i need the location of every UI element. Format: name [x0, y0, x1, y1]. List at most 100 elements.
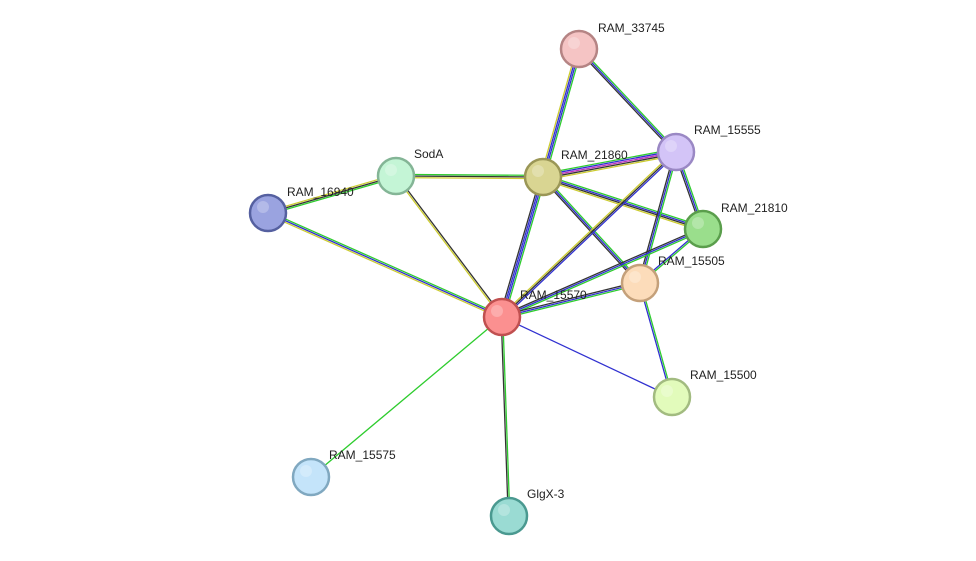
node-label: RAM_21860	[561, 148, 628, 162]
node-RAM_15555[interactable]: RAM_15555	[656, 123, 761, 172]
node-circle[interactable]	[482, 297, 522, 337]
edge-evidence-line	[543, 152, 677, 180]
edge-evidence-line	[502, 177, 545, 318]
node-highlight	[629, 271, 641, 283]
edge-RAM_15570-RAM_15500[interactable]	[501, 316, 673, 398]
node-RAM_21860[interactable]: RAM_21860	[523, 148, 628, 197]
node-RAM_21810[interactable]: RAM_21810	[683, 201, 788, 249]
node-circle[interactable]	[376, 156, 416, 196]
edge-evidence-line	[579, 47, 678, 152]
node-highlight	[568, 37, 580, 49]
node-label: GlgX-3	[527, 487, 565, 501]
edge-RAM_16940-RAM_15570[interactable]	[267, 210, 503, 320]
edge-evidence-line	[267, 213, 502, 320]
edge-RAM_15570-RAM_15575[interactable]	[310, 316, 503, 478]
edge-RAM_15555-RAM_15570[interactable]	[500, 150, 678, 319]
node-label: RAM_15570	[520, 288, 587, 302]
edge-evidence-line	[502, 316, 511, 516]
node-circle[interactable]	[489, 496, 529, 536]
node-highlight	[692, 217, 704, 229]
edge-evidence-line	[638, 283, 672, 398]
edge-evidence-line	[310, 316, 503, 478]
edge-evidence-line	[500, 150, 676, 317]
edge-evidence-line	[502, 152, 678, 319]
edge-evidence-line	[640, 282, 674, 397]
edge-evidence-line	[542, 151, 677, 178]
edge-RAM_21860-RAM_15570[interactable]	[499, 176, 546, 318]
edge-evidence-line	[395, 175, 544, 178]
node-circle[interactable]	[291, 457, 331, 497]
node-highlight	[532, 165, 544, 177]
edge-evidence-line	[500, 317, 509, 517]
node-circle[interactable]	[620, 263, 660, 303]
edge-evidence-line	[268, 176, 397, 216]
node-label: SodA	[414, 147, 443, 161]
edge-evidence-line	[267, 212, 503, 318]
node-label: RAM_15575	[329, 448, 396, 462]
edge-evidence-line	[542, 148, 676, 175]
edge-RAM_15570-GlgX-3[interactable]	[500, 316, 511, 517]
edge-evidence-line	[578, 48, 677, 153]
edge-RAM_15555-RAM_15505[interactable]	[637, 151, 679, 284]
node-label: RAM_16940	[287, 185, 354, 199]
edge-evidence-line	[639, 151, 677, 284]
node-circle[interactable]	[656, 132, 696, 172]
edge-evidence-line	[540, 48, 578, 177]
edge-RAM_15505-RAM_15570[interactable]	[501, 280, 641, 320]
node-highlight	[257, 201, 269, 213]
edge-evidence-line	[268, 210, 503, 317]
edge-evidence-line	[501, 228, 704, 318]
edge-evidence-line	[640, 152, 679, 284]
node-highlight	[661, 385, 673, 397]
node-RAM_15505[interactable]: RAM_15505	[620, 254, 725, 303]
edge-evidence-line	[396, 173, 544, 177]
edge-RAM_21860-RAM_15555[interactable]	[542, 148, 677, 181]
node-RAM_16940[interactable]: RAM_16940	[248, 185, 354, 233]
edge-evidence-line	[541, 48, 579, 177]
edge-evidence-line	[543, 49, 581, 178]
edge-SodA-RAM_15570[interactable]	[394, 175, 504, 318]
edge-RAM_33745-RAM_15555[interactable]	[577, 47, 678, 154]
edge-RAM_15505-RAM_15500[interactable]	[638, 282, 674, 398]
edge-evidence-line	[542, 149, 676, 177]
node-highlight	[385, 164, 397, 176]
node-label: RAM_15555	[694, 123, 761, 137]
node-circle[interactable]	[559, 29, 599, 69]
edge-evidence-line	[267, 175, 397, 214]
node-RAM_15570[interactable]: RAM_15570	[482, 288, 587, 337]
edge-SodA-RAM_16940[interactable]	[267, 173, 397, 216]
edge-evidence-line	[499, 176, 542, 317]
edge-SodA-RAM_21860[interactable]	[395, 173, 544, 180]
edge-RAM_33745-RAM_21860[interactable]	[540, 48, 582, 178]
edge-RAM_21810-RAM_15570[interactable]	[501, 226, 704, 320]
edge-evidence-line	[396, 175, 504, 317]
node-RAM_15575[interactable]: RAM_15575	[291, 448, 396, 497]
node-circle[interactable]	[652, 377, 692, 417]
edge-evidence-line	[637, 151, 676, 283]
edge-evidence-line	[542, 177, 703, 231]
node-highlight	[300, 465, 312, 477]
node-highlight	[498, 504, 510, 516]
edge-evidence-line	[500, 176, 543, 317]
edge-evidence-line	[395, 176, 543, 180]
edge-evidence-line	[394, 176, 502, 318]
node-RAM_15500[interactable]: RAM_15500	[652, 368, 757, 417]
edge-evidence-line	[501, 151, 677, 318]
node-RAM_33745[interactable]: RAM_33745	[559, 21, 665, 69]
edge-evidence-line	[267, 173, 396, 213]
edge-evidence-line	[502, 283, 641, 320]
edge-evidence-line	[544, 49, 582, 178]
node-label: RAM_15505	[658, 254, 725, 268]
node-highlight	[665, 140, 677, 152]
node-GlgX-3[interactable]: GlgX-3	[489, 487, 565, 536]
node-circle[interactable]	[248, 193, 288, 233]
edge-evidence-line	[501, 282, 641, 318]
node-circle[interactable]	[683, 209, 723, 249]
edge-evidence-line	[543, 154, 677, 181]
node-label: RAM_21810	[721, 201, 788, 215]
node-highlight	[491, 305, 503, 317]
node-SodA[interactable]: SodA	[376, 147, 443, 196]
node-circle[interactable]	[523, 157, 563, 197]
